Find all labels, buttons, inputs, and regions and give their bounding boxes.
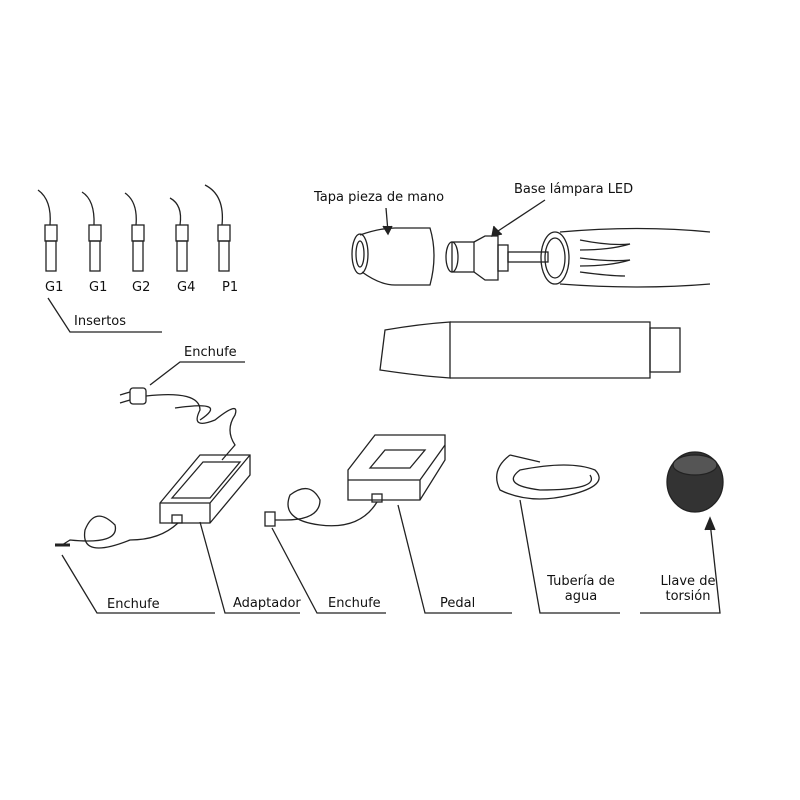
label-wrench: Llave de torsión <box>652 574 724 604</box>
label-plug-pedal: Enchufe <box>328 596 381 611</box>
label-cap: Tapa pieza de mano <box>314 190 445 205</box>
inserts-leader-line <box>47 297 162 333</box>
tip-g1-b <box>81 191 102 272</box>
tip-label: G1 <box>89 280 108 295</box>
tip-label: G2 <box>132 280 151 295</box>
handpiece-assembled <box>379 321 681 379</box>
label-inserts: Insertos <box>74 314 127 329</box>
label-plug-top: Enchufe <box>184 345 237 360</box>
label-adapter: Adaptador <box>233 596 301 611</box>
adapter-output-cable <box>61 515 179 549</box>
tip-p1 <box>204 184 231 272</box>
label-wrench-line1: Llave de <box>660 574 716 589</box>
label-pedal: Pedal <box>440 596 476 611</box>
torque-wrench <box>666 451 724 513</box>
pedal-cable <box>275 488 378 527</box>
handpiece-cap <box>351 227 435 286</box>
tip-label: P1 <box>222 280 239 295</box>
led-lamp-base <box>445 235 549 281</box>
plug-bottom-leader <box>61 554 215 614</box>
pedal-connector <box>264 511 276 527</box>
water-tube-leader <box>519 499 620 614</box>
label-led-base: Base lámpara LED <box>514 182 634 197</box>
pedal-leader <box>397 504 512 614</box>
tip-g4 <box>169 197 189 272</box>
handpiece-body-open <box>540 227 711 288</box>
water-tube <box>496 454 600 500</box>
foot-pedal <box>347 434 446 503</box>
plug-pedal-leader <box>271 527 386 614</box>
label-wrench-line2: torsión <box>665 589 711 604</box>
plug-top-leader <box>149 361 245 386</box>
adapter-leader <box>199 521 300 614</box>
tip-g2 <box>124 192 145 272</box>
label-water-tube-line2: agua <box>564 589 598 604</box>
tip-label: G4 <box>177 280 196 295</box>
tip-label: G1 <box>45 280 64 295</box>
wrench-leader <box>640 521 721 614</box>
label-plug-bottom: Enchufe <box>107 597 160 612</box>
insert-tips-illustration <box>37 184 231 272</box>
label-water-tube: Tubería de agua <box>540 574 622 604</box>
power-plug-cable-top <box>119 387 237 461</box>
tip-g1-a <box>37 189 58 272</box>
wrench-arrow-head <box>704 516 716 531</box>
power-adapter <box>159 454 251 524</box>
label-water-tube-line1: Tubería de <box>547 574 615 589</box>
led-arrow <box>494 199 546 234</box>
